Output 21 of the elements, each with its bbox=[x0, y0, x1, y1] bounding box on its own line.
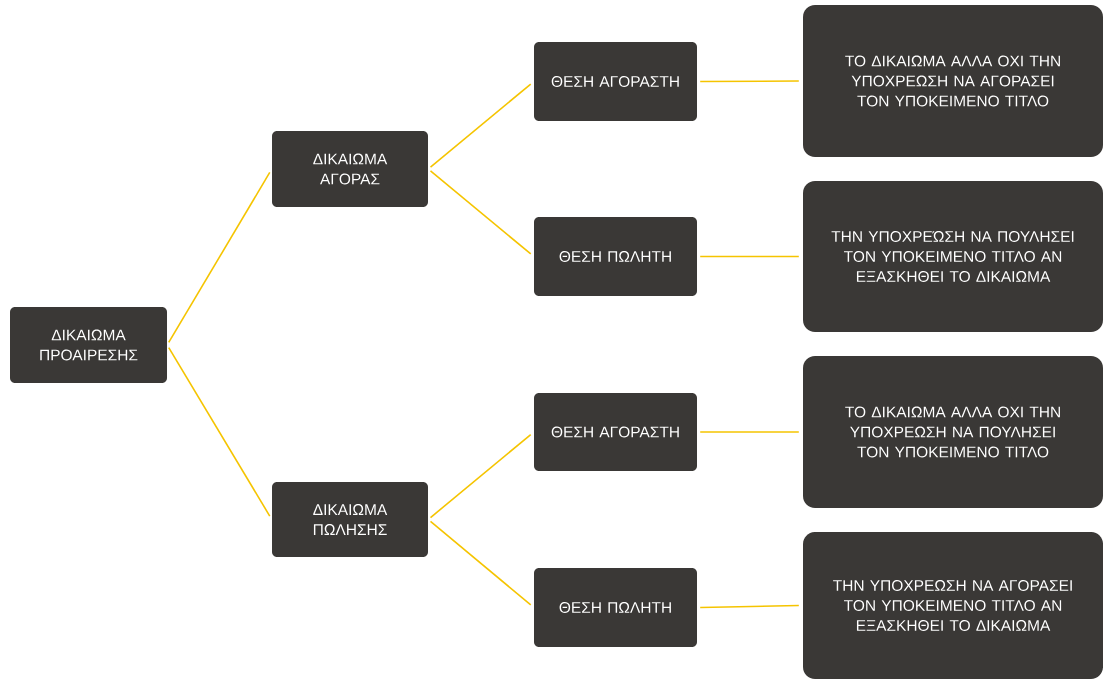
connector-line bbox=[429, 433, 532, 519]
connector-line bbox=[429, 83, 532, 168]
connector-line bbox=[699, 80, 800, 83]
connector-line bbox=[699, 604, 800, 609]
process-box: ΘΕΣΗ ΠΩΛΗΤΗ bbox=[534, 568, 697, 647]
process-box: ΘΕΣΗ ΑΓΟΡΑΣΤΗ bbox=[534, 393, 697, 471]
connector-line bbox=[429, 170, 532, 255]
process-box: ΘΕΣΗ ΑΓΟΡΑΣΤΗ bbox=[534, 42, 697, 121]
description-box: ΤΟ ΔΙΚΑΙΩΜΑ ΑΛΛΑ ΟΧΙ ΤΗΝ ΥΠΟΧΡΕΩΣΗ ΝΑ ΠΟΥΛΗΣΕΙ ΤΟΝ ΥΠΟΚΕΙΜΕΝΟ ΤΙΤΛΟ bbox=[803, 356, 1103, 508]
process-box: ΔΙΚΑΙΩΜΑ ΠΡΟΑΙΡΕΣΗΣ bbox=[10, 307, 167, 383]
process-box: ΔΙΚΑΙΩΜΑ ΠΩΛΗΣΗΣ bbox=[272, 482, 428, 557]
connector-line bbox=[699, 431, 800, 433]
connector-line bbox=[167, 346, 271, 517]
process-box: ΔΙΚΑΙΩΜΑ ΑΓΟΡΑΣ bbox=[272, 131, 428, 207]
description-box: ΤΗΝ ΥΠΟΧΡΕΏΣΗ ΝΑ ΠΟΥΛΗΣΕΙ ΤΟΝ ΥΠΟΚΕΙΜΕΝΟ ΤΙΤΛΟ ΑΝ ΕΞΑΣΚΗΘΕΙ ΤΟ ΔΙΚΑΙΩΜΑ bbox=[803, 181, 1103, 332]
description-box: ΤΗΝ ΥΠΟΧΡΕΩΣΗ ΝΑ ΑΓΟΡΑΣΕΙ ΤΟΝ ΥΠΟΚΕΙΜΕΝΟ ΤΙΤΛΟ ΑΝ ΕΞΑΣΚΗΘΕΙ ΤΟ ΔΙΚΑΙΩΜΑ bbox=[803, 532, 1103, 679]
connector-line bbox=[429, 520, 532, 606]
process-box: ΘΕΣΗ ΠΩΛΗΤΗ bbox=[534, 217, 697, 296]
connector-line bbox=[699, 255, 800, 258]
connector-line bbox=[167, 171, 271, 344]
description-box: ΤΟ ΔΙΚΑΙΩΜΑ ΑΛΛΑ ΟΧΙ ΤΗΝ ΥΠΟΧΡΕΩΣΗ ΝΑ ΑΓΟΡΑΣΕΙ ΤΟΝ ΥΠΟΚΕΙΜΕΝΟ ΤΙΤΛΟ bbox=[803, 5, 1103, 157]
